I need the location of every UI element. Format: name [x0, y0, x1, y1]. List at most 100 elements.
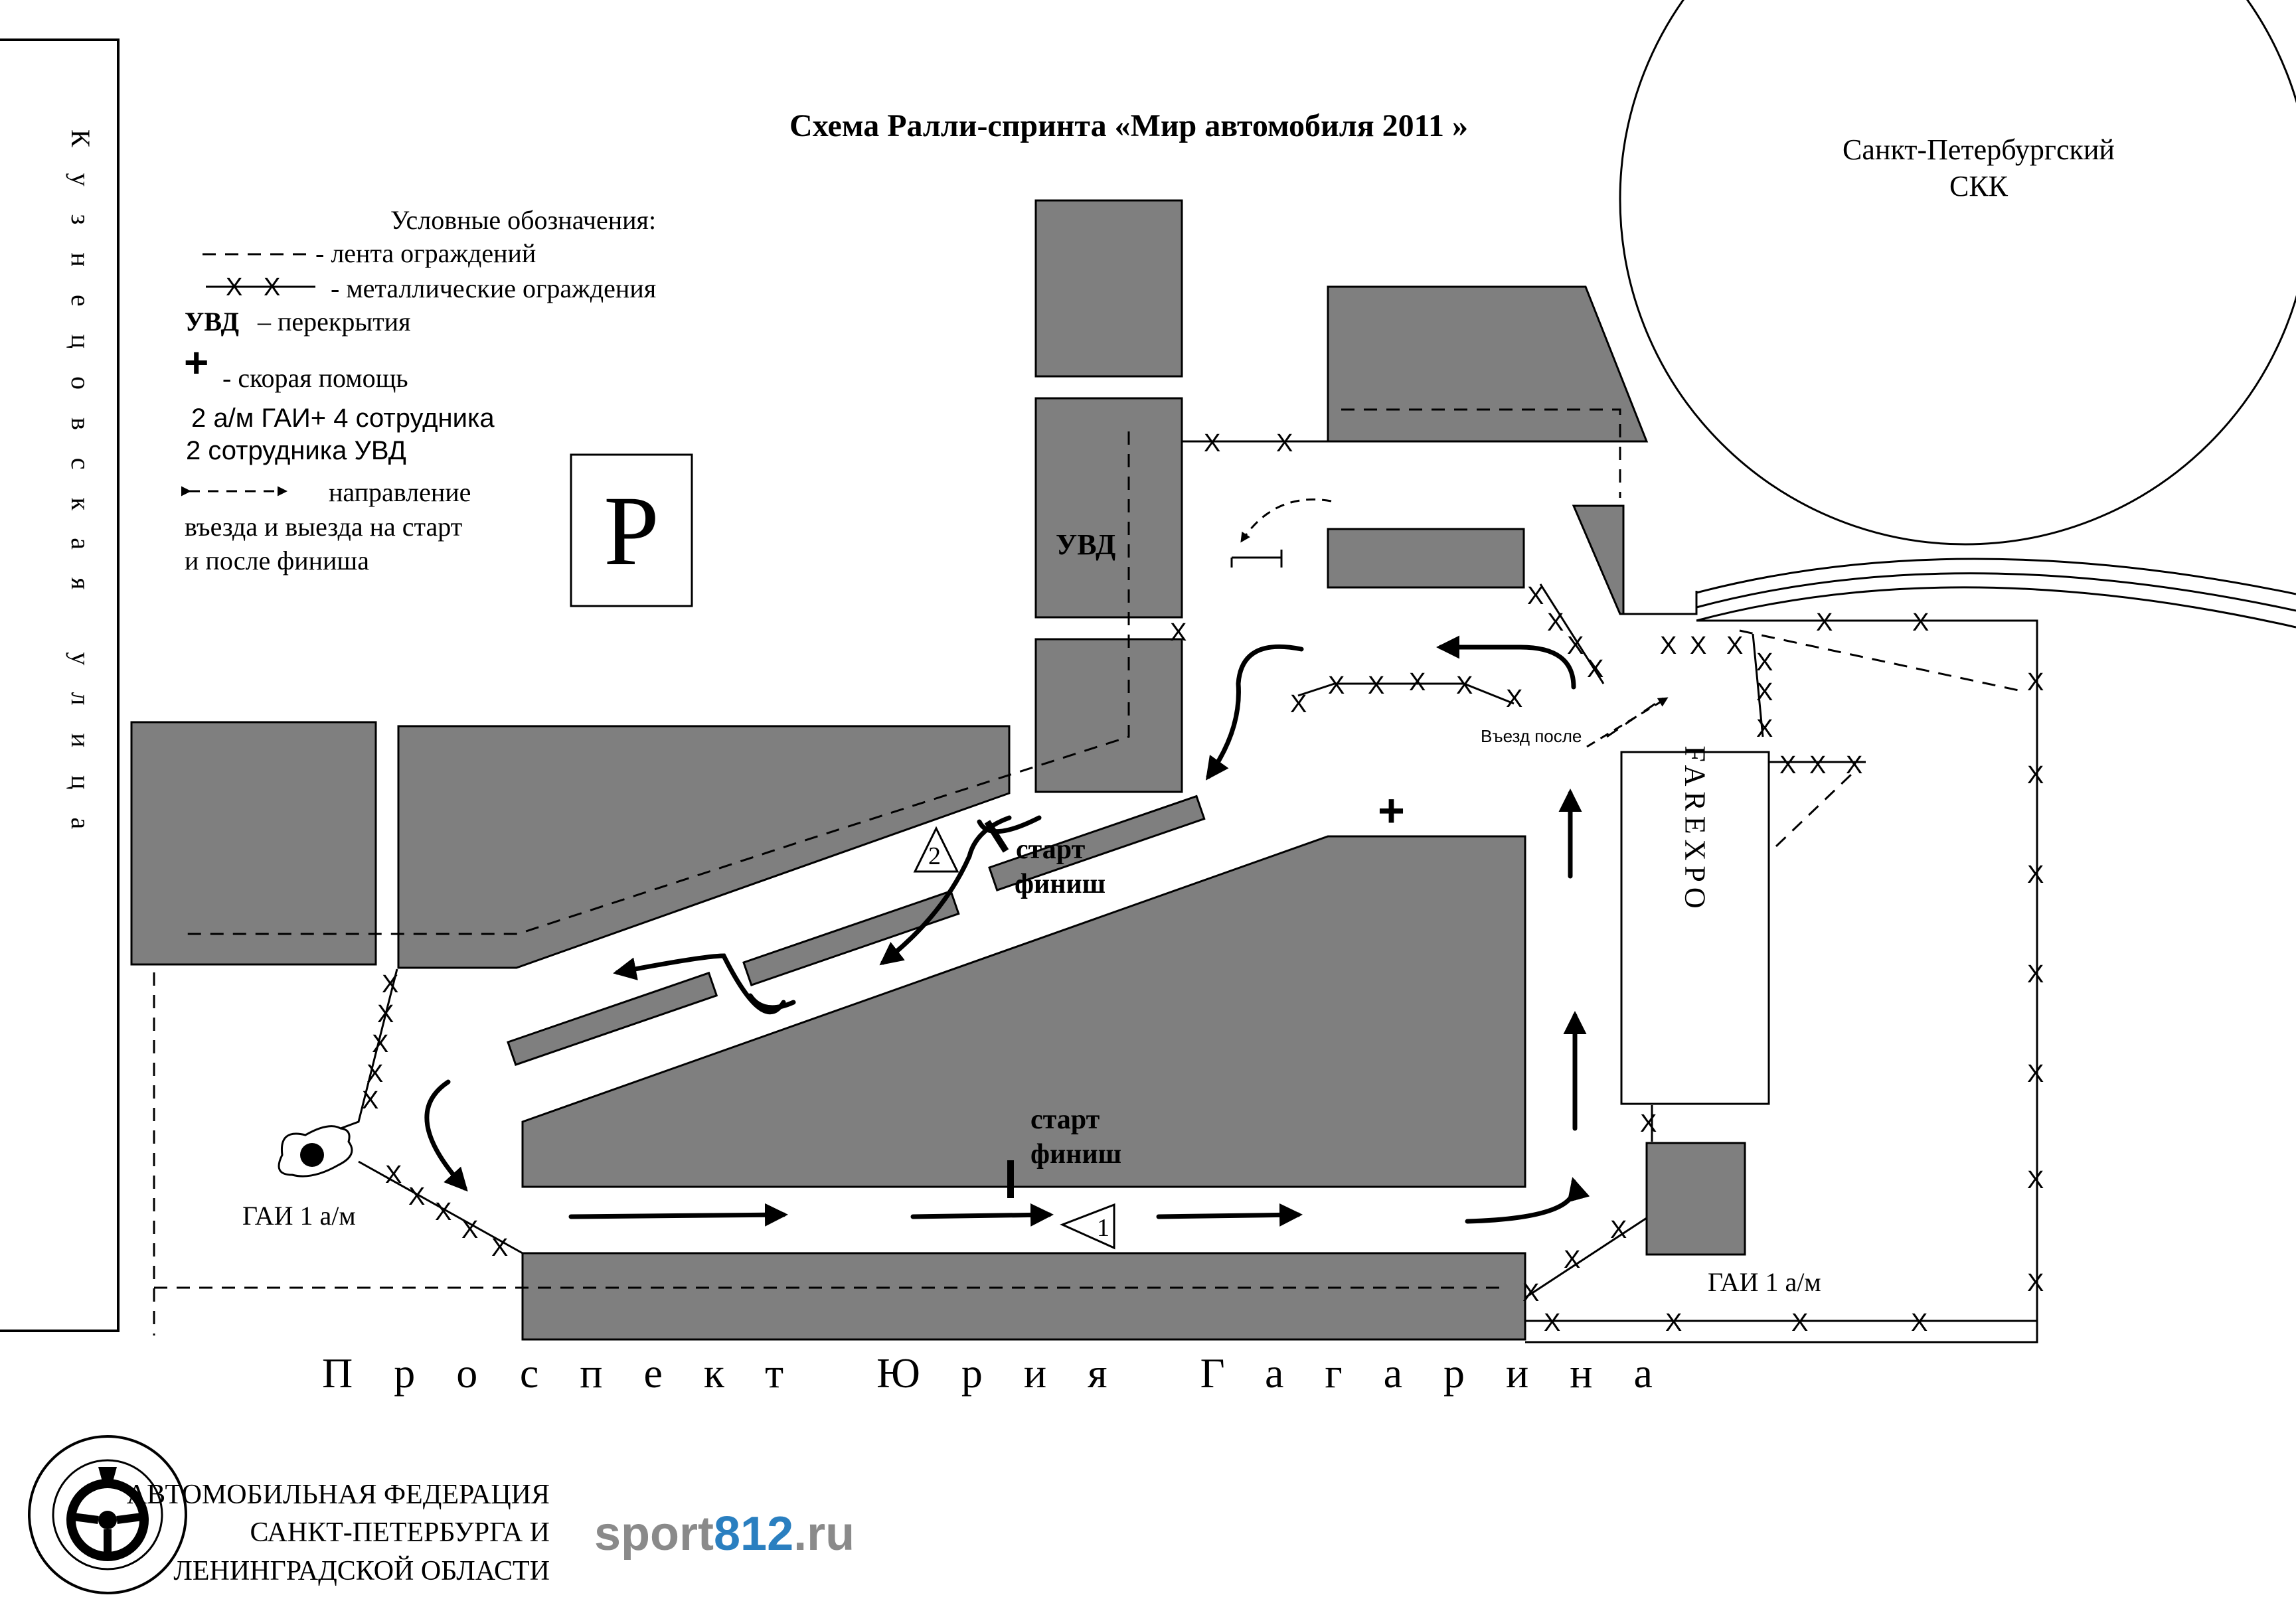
legend-aid: - скорая помощь [222, 363, 408, 393]
start-finish-2: старт финиш 2 [913, 820, 1106, 899]
building-ne-corner [1572, 504, 1625, 615]
farexpo-building: FAREXPO [1620, 745, 1770, 1105]
start2-label: старт [1016, 834, 1086, 865]
svg-text:X: X [1456, 672, 1473, 700]
svg-text:X: X [1170, 619, 1187, 647]
svg-text:X: X [435, 1198, 451, 1226]
parking-sign: P [570, 453, 693, 607]
svg-text:X: X [1911, 1309, 1927, 1337]
svg-text:X: X [382, 970, 398, 998]
building-triangle [521, 835, 1526, 1188]
start-finish-1: старт финиш 1 [1007, 1105, 1121, 1250]
svg-text:X: X [1756, 648, 1773, 676]
svg-text:X: X [1276, 429, 1293, 457]
building-mid [1034, 638, 1183, 793]
barrier-3 [988, 795, 1206, 891]
site-number: 812 [714, 1507, 793, 1561]
street-kuznetsovskaya: Кузнецовская улица [0, 38, 120, 1332]
building-top [1034, 199, 1183, 378]
building-small-right [1645, 1142, 1746, 1256]
svg-text:X: X [1779, 751, 1796, 779]
svg-text:X: X [1290, 690, 1307, 718]
svg-text:X: X [1368, 672, 1384, 700]
svg-text:X: X [1547, 609, 1564, 637]
svg-text:X: X [2027, 1269, 2044, 1297]
skk-arena: Санкт-Петербургский СКК [1619, 0, 2296, 546]
svg-text:X: X [1409, 668, 1426, 696]
metal-fences [278, 440, 2038, 1343]
legend-uvd: – перекрытия [257, 307, 411, 337]
svg-text:X: X [2027, 761, 2044, 789]
street-gagarina-label: Проспект Юрия Гагарина [322, 1349, 1694, 1397]
svg-text:X: X [2027, 668, 2044, 696]
svg-text:X: X [1610, 1216, 1627, 1244]
building-long [397, 725, 1011, 969]
svg-text:X: X [1506, 685, 1522, 713]
svg-text:X: X [2027, 1166, 2044, 1194]
svg-text:X: X [1756, 678, 1773, 706]
ambulance-cross-icon: + [1378, 785, 1405, 836]
skk-label-line1: Санкт-Петербургский [1843, 133, 2115, 166]
legend-heading: Условные обозначения: [390, 205, 656, 235]
road-curve [1696, 558, 2296, 629]
police-car-icon [300, 1143, 324, 1167]
legend-direction-line3: и после финиша [185, 546, 369, 575]
svg-text:X: X [2027, 861, 2044, 889]
federation-logo [28, 1435, 187, 1594]
fence-marks: X X X X X X X X X X X X X X X X X X X X … [362, 429, 2044, 1337]
ambulance-cross-icon: + [184, 339, 208, 386]
start1-label: старт [1030, 1105, 1100, 1135]
building-uvd [1034, 397, 1183, 619]
legend-staff-line1: 2 а/м ГАИ+ 4 сотрудника [191, 404, 495, 433]
svg-text:X: X [1522, 1279, 1539, 1307]
legend-direction-line1: направление [329, 477, 471, 507]
svg-text:X: X [461, 1216, 478, 1244]
skk-label-line2: СКК [1949, 170, 2009, 202]
svg-text:X: X [2027, 960, 2044, 988]
svg-text:X: X [1544, 1309, 1560, 1337]
svg-text:X: X [408, 1183, 425, 1211]
svg-text:X: X [1912, 609, 1929, 637]
legend: Условные обозначения: - лента ограждений… [181, 205, 656, 575]
svg-text:X: X [1328, 672, 1345, 700]
marker1-label: 1 [1097, 1214, 1109, 1242]
federation-line2: САНКТ-ПЕТЕРБУРГА И [250, 1517, 550, 1548]
federation-line3: ЛЕНИНГРАДСКОЙ ОБЛАСТИ [173, 1556, 550, 1586]
svg-text:X: X [491, 1234, 508, 1262]
svg-text:X: X [1816, 609, 1833, 637]
entry-after-label: Въезд после [1481, 726, 1582, 746]
svg-text:X: X [377, 1000, 394, 1028]
svg-text:X: X [1665, 1309, 1682, 1337]
finish1-label: финиш [1030, 1139, 1121, 1170]
svg-text:X: X [1846, 751, 1862, 779]
barrier-2 [742, 889, 960, 986]
buildings: УВД [130, 199, 1746, 1341]
legend-fence: - металлические ограждения [331, 273, 656, 303]
marker2-label: 2 [928, 842, 941, 870]
gai-right-label: ГАИ 1 а/м [1708, 1267, 1821, 1297]
building-bottom [521, 1252, 1526, 1341]
svg-text:X: X [1791, 1309, 1808, 1337]
barrier-1 [507, 971, 718, 1066]
federation-line1: АВТОМОБИЛЬНАЯ ФЕДЕРАЦИЯ [127, 1480, 550, 1510]
svg-text:X: X [1587, 655, 1603, 683]
route-arrows [424, 635, 1590, 1227]
site-logo: sport812.ru [594, 1507, 855, 1561]
svg-text:X: X [362, 1087, 378, 1114]
steering-wheel-icon [66, 1467, 149, 1561]
legend-fence-symbol: X X [226, 273, 280, 301]
svg-text:X: X [1567, 632, 1584, 660]
svg-text:X: X [385, 1161, 402, 1189]
site-suffix: .ru [793, 1507, 855, 1561]
parking-label: P [604, 476, 659, 586]
legend-tape: - лента ограждений [315, 238, 536, 268]
svg-text:X: X [1564, 1246, 1580, 1274]
svg-text:X: X [1726, 632, 1743, 660]
svg-text:X: X [1809, 751, 1826, 779]
svg-text:X: X [1204, 429, 1220, 457]
building-small [1327, 528, 1525, 589]
svg-text:X: X [367, 1060, 383, 1088]
building-left [130, 721, 377, 966]
gai-left-label: ГАИ 1 а/м [242, 1201, 356, 1231]
